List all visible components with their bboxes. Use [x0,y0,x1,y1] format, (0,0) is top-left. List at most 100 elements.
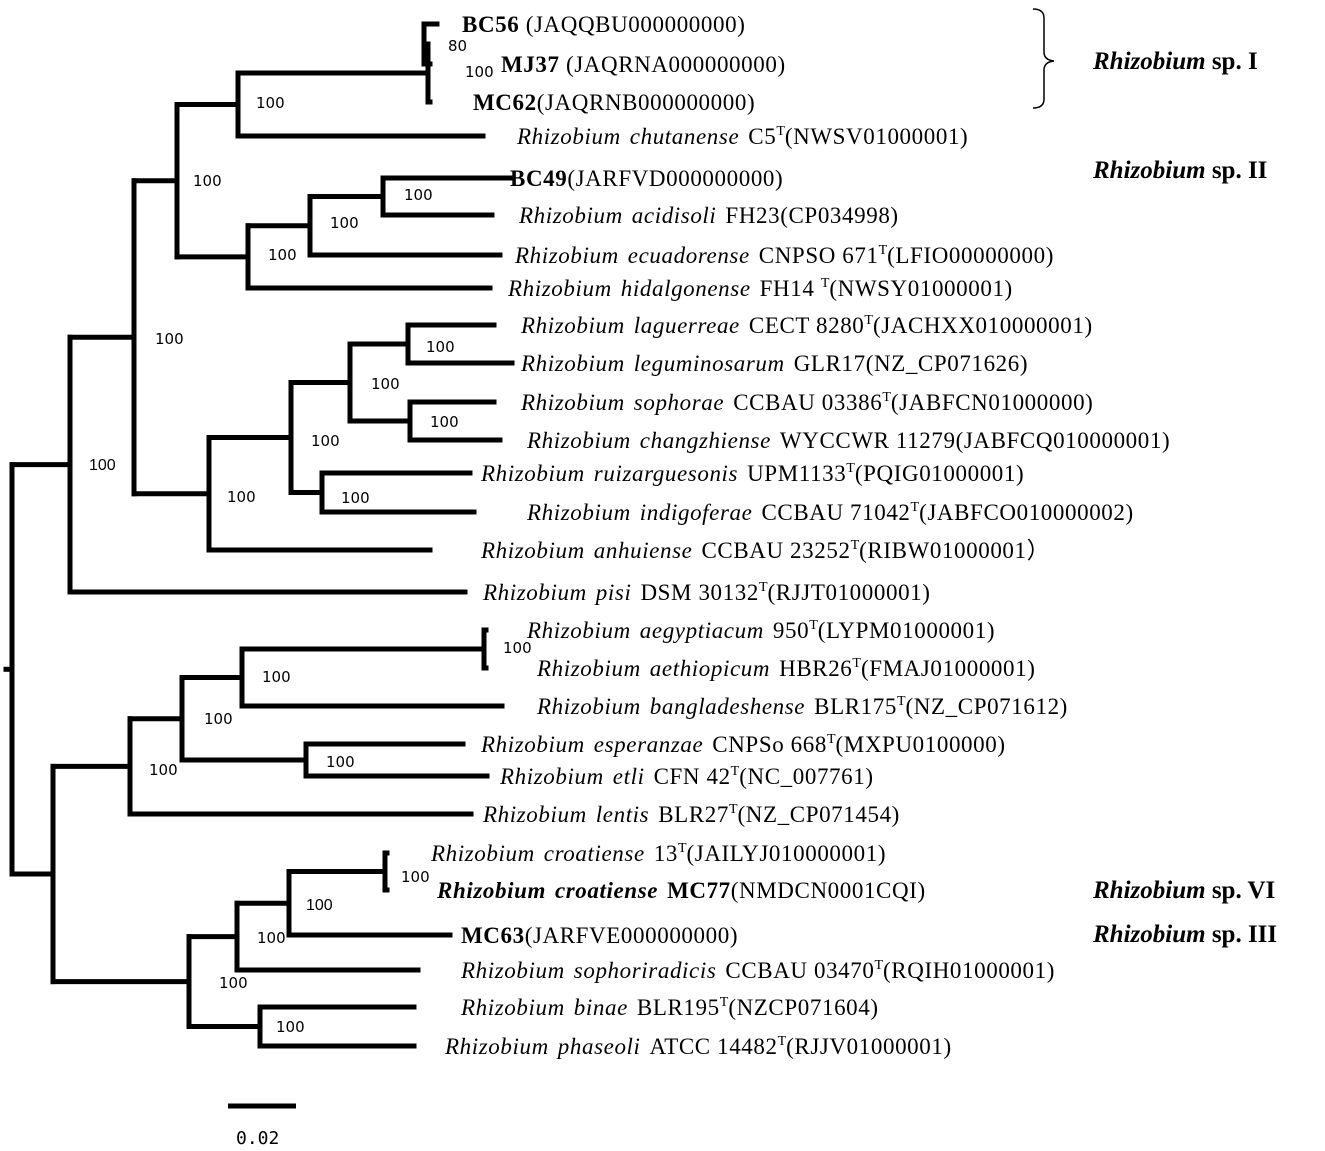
bootstrap-value: 100 [330,214,359,232]
taxon-strain: ATCC 14482 [650,1034,778,1059]
type-strain-mark: T [720,995,729,1010]
bootstrap-value: 100 [227,488,256,506]
bootstrap-value: 100 [204,710,233,728]
taxon-accession: (JABFCQ010000001) [956,428,1171,453]
taxon-species: binae [574,995,628,1020]
taxon-species: chutanense [630,124,739,149]
taxon-species: indigoferae [640,500,753,525]
taxon-genus: Rhizobium [482,802,587,827]
taxon-label: Rhizobium sophoriradicis CCBAU 03470T(RQIH… [460,958,1055,983]
taxon-strain: MC62 [473,90,537,115]
taxon-species: esperanzae [594,732,703,757]
type-strain-mark: T [874,958,883,973]
type-strain-mark: T [851,538,860,553]
taxon-accession: (JAQQBU000000000) [519,12,745,37]
type-strain-mark: T [778,1034,787,1049]
taxon-strain: CCBAU 03386 [733,390,882,415]
taxon-genus: Rhizobium [460,958,565,983]
taxon-genus: Rhizobium [430,841,535,866]
taxon-strain: MC63 [461,923,525,948]
type-strain-mark: T [821,276,830,291]
taxon-genus: Rhizobium [526,618,631,643]
taxon-genus: Rhizobium [536,694,641,719]
bootstrap-value: 100 [311,432,340,450]
taxon-strain: CCBAU 03470 [725,958,874,983]
taxon-genus: Rhizobium [516,124,621,149]
bootstrap-value: 100 [193,172,222,190]
taxon-genus: Rhizobium [526,428,631,453]
group-labels: Rhizobium sp. I Rhizobium sp. II Rhizobi… [1092,48,1277,948]
taxon-genus: Rhizobium [536,656,641,681]
taxon-strain: MC77 [667,878,731,903]
taxon-accession: (RQIH01000001) [883,958,1055,983]
taxon-label: MJ37 (JAQRNA000000000) [501,52,786,77]
taxon-species: etli [613,764,645,789]
type-strain-mark: T [882,390,891,405]
type-strain-mark: T [897,694,906,709]
taxon-accession: (RJJV01000001) [786,1034,952,1059]
bootstrap-value: 100 [219,974,248,992]
taxon-accession: (NWSY01000001) [829,276,1012,301]
taxon-genus: Rhizobium [436,878,546,903]
taxon-accession: (NMDCN0001CQI) [731,878,926,903]
taxon-strain: 13 [654,841,678,866]
taxon-accession: (JAILYJ010000001) [687,841,887,866]
taxon-genus: Rhizobium [480,732,585,757]
taxon-strain: GLR17 [794,351,866,376]
group-label-sp1: Rhizobium sp. I [1092,48,1258,75]
bootstrap-value: 100 [149,761,178,779]
taxon-genus: Rhizobium [480,461,585,486]
taxon-genus: Rhizobium [520,390,625,415]
bootstrap-value: 100 [306,897,333,914]
taxon-accession: (JABFCN01000000) [891,390,1094,415]
taxon-species: lentis [596,802,649,827]
taxon-strain: BC56 [462,12,519,37]
taxon-species: phaseoli [556,1034,641,1059]
taxon-species: laguerreae [634,313,740,338]
taxon-genus: Rhizobium [507,276,612,301]
group-label-sp3: Rhizobium sp. III [1092,921,1277,948]
type-strain-mark: T [776,124,785,139]
taxon-strain: 950 [773,618,809,643]
taxon-accession: (JARFVE000000000) [525,923,738,948]
taxon-label: Rhizobium croatiense MC77(NMDCN0001CQI) [436,878,926,903]
taxon-strain: UPM1133 [747,461,846,486]
taxon-strain: CNPSO 671 [759,243,879,268]
taxon-genus: Rhizobium [526,500,631,525]
taxon-genus: Rhizobium [520,313,625,338]
bootstrap-value: 100 [256,94,285,112]
sp1-bracket [1032,8,1055,109]
bootstrap-value: 100 [503,639,532,657]
bootstrap-value: 100 [465,63,494,81]
taxon-strain: BC49 [510,166,567,191]
type-strain-mark: T [678,841,687,856]
taxon-strain: CECT 8280 [749,313,865,338]
scale-bar-label: 0.02 [236,1128,279,1149]
type-strain-mark: T [864,313,873,328]
taxon-species: aethiopicum [650,656,770,681]
bootstrap-value: 100 [268,246,297,264]
taxon-strain: CCBAU 71042 [761,500,910,525]
bootstrap-value: 100 [155,330,184,348]
taxon-genus: Rhizobium [482,580,587,605]
type-strain-mark: T [879,243,888,258]
bootstrap-value: 80 [448,37,467,55]
taxon-species: ecuadorense [628,243,750,268]
taxon-species: sophoriradicis [574,958,717,983]
taxon-genus: Rhizobium [520,351,625,376]
taxon-species: bangladeshense [650,694,805,719]
taxon-species: croatiense [555,878,658,903]
taxon-accession: (RJJT01000001) [768,580,931,605]
